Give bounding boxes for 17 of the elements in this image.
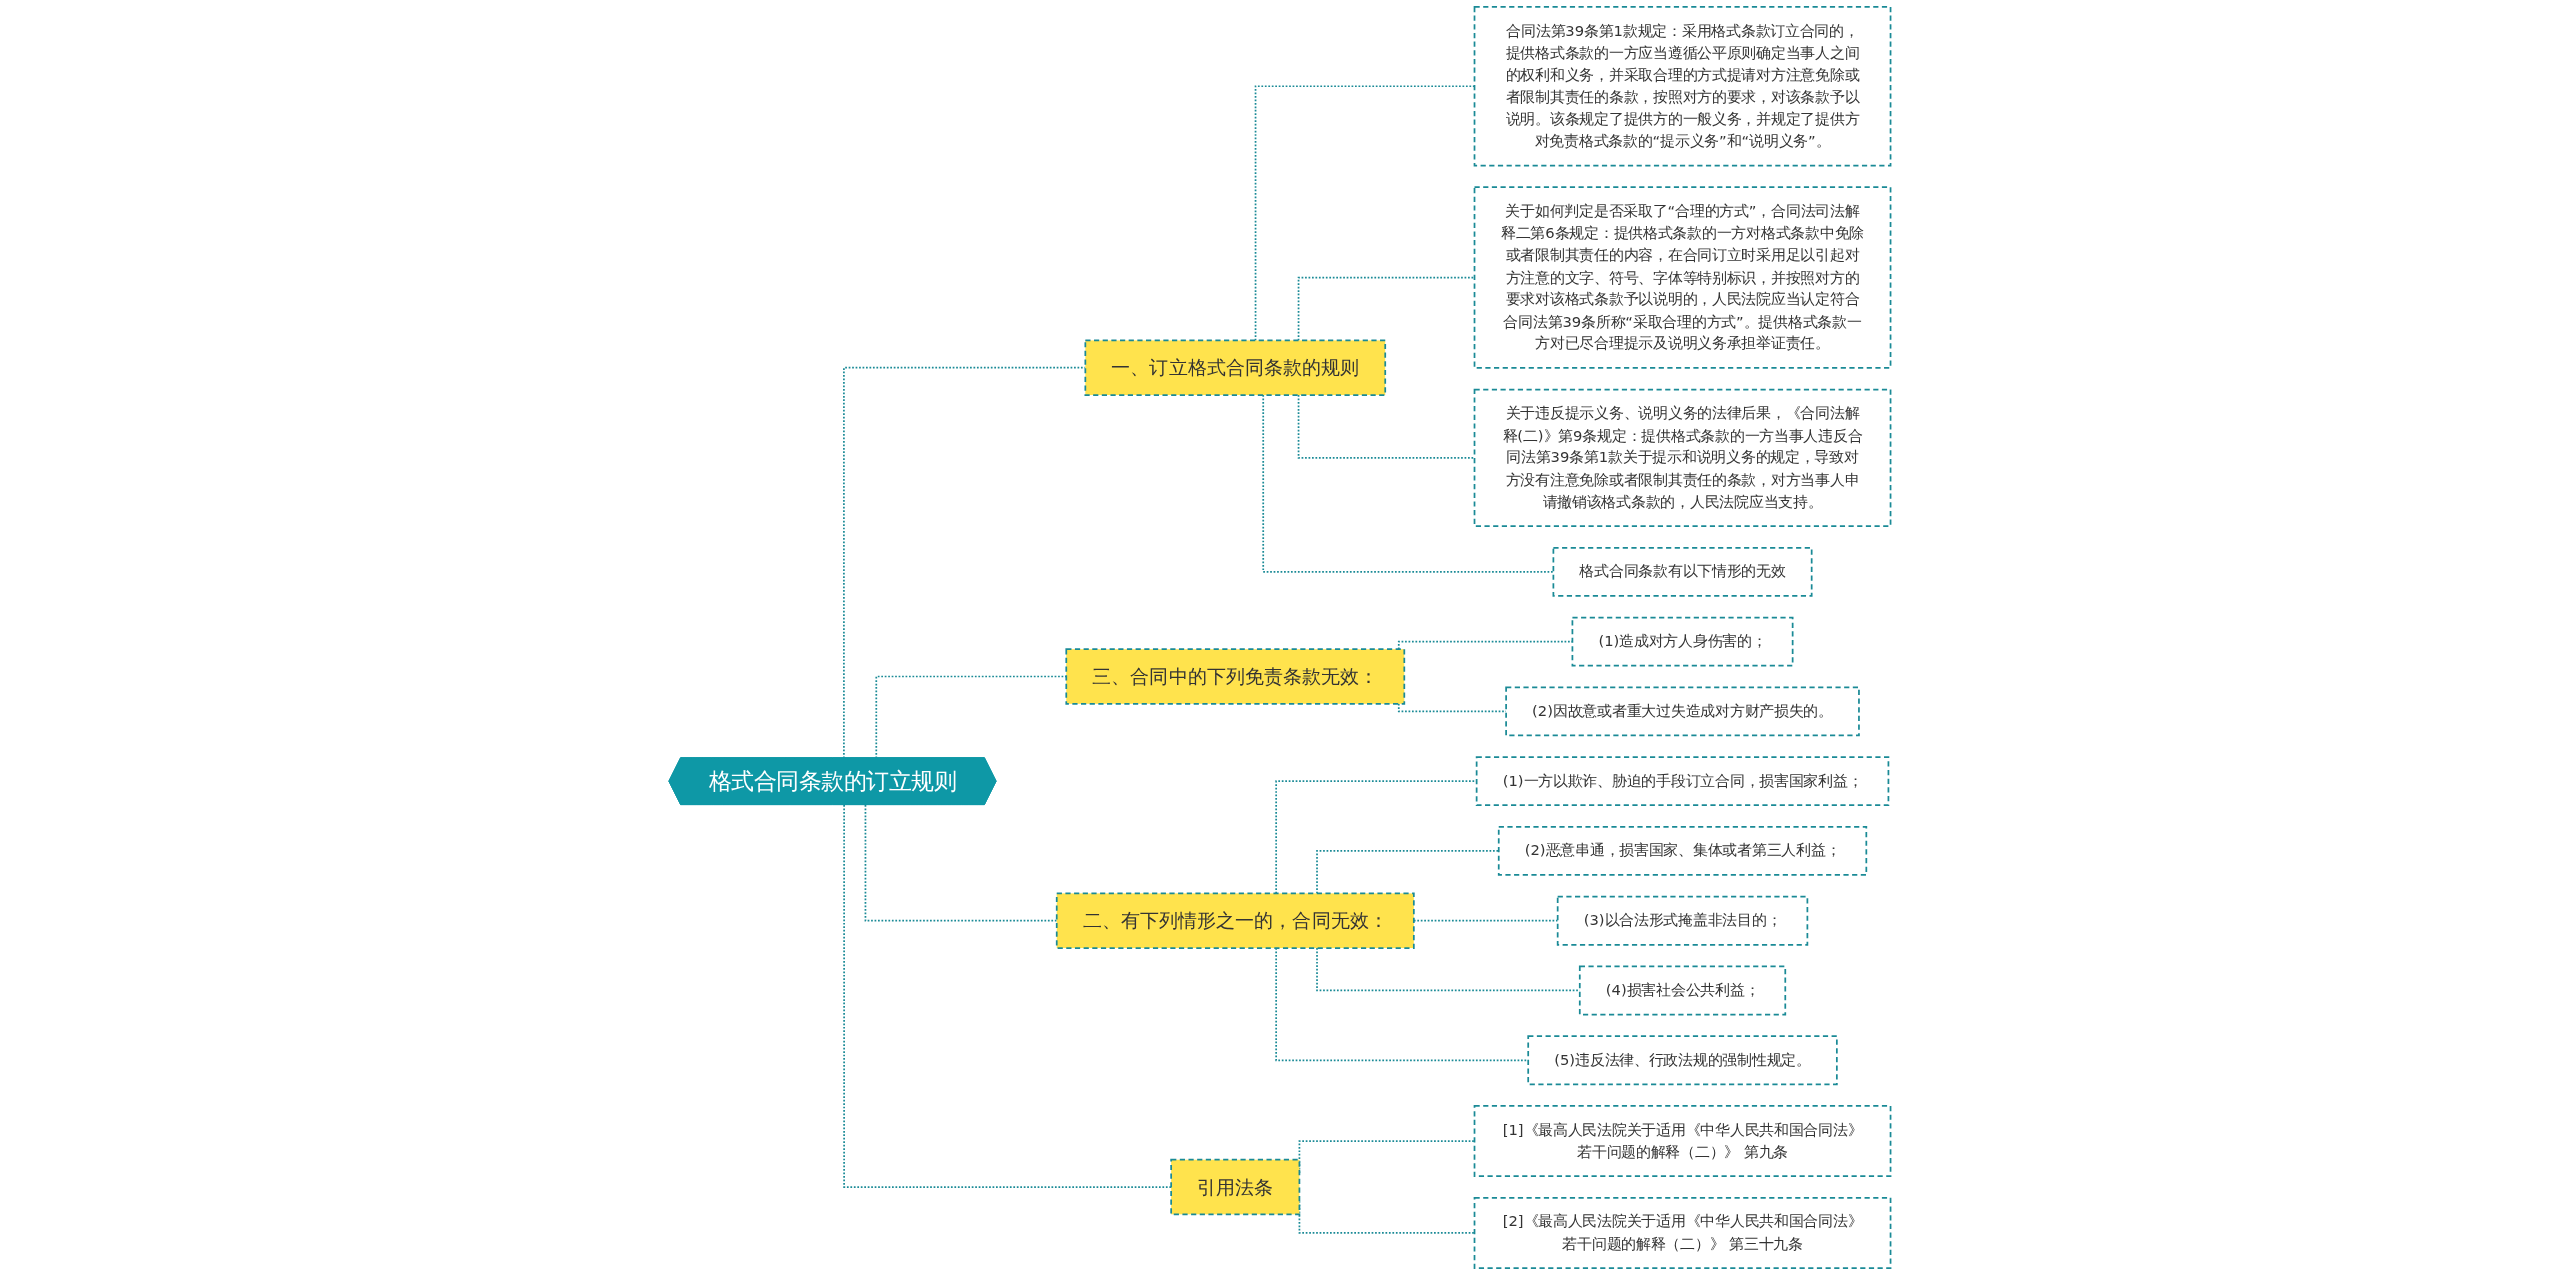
node-box: (2)因故意或者重大过失造成对方财产损失的。 bbox=[1505, 686, 1861, 737]
node-box: (4)损害社会公共利益； bbox=[1579, 965, 1787, 1016]
node-box: (1)一方以欺诈、胁迫的手段订立合同，损害国家利益； bbox=[1476, 756, 1890, 807]
node-box: 关于如何判定是否采取了“合理的方式”，合同法司法解释二第6条规定：提供格式条款的一方对格式条款中免除或者限制其责任的内容，在合同订立时采用足以引起对方注意的文字、符号、字体等特别标识，并按照对方的要求对该格式条款予以说明的，人民法院应当认定符合合同法第39条所称“采取合理的方式”。提供格式条款一方对已尽合理提示及说明义务承担举证责任。 bbox=[1473, 186, 1892, 369]
node-box: 格式合同条款有以下情形的无效 bbox=[1552, 546, 1813, 597]
node-box: (1)造成对方人身伤害的； bbox=[1571, 616, 1794, 667]
node-box: 一、订立格式合同条款的规则 bbox=[1084, 339, 1387, 396]
node-box: 二、有下列情形之一的，合同无效： bbox=[1056, 892, 1415, 949]
node-box: [1]《最高人民法院关于适用《中华人民共和国合同法》若干问题的解释（二）》 第九条 bbox=[1473, 1105, 1892, 1178]
node-box: (3)以合法形式掩盖非法目的； bbox=[1557, 895, 1809, 946]
node-box: (5)违反法律、行政法规的强制性规定。 bbox=[1527, 1035, 1838, 1086]
node-box: 三、合同中的下列免责条款无效： bbox=[1065, 648, 1406, 705]
node-box: 合同法第39条第1款规定：采用格式条款订立合同的，提供格式条款的一方应当遵循公平原则确定当事人之间的权利和义务，并采取合理的方式提请对方注意免除或者限制其责任的条款，按照对方的要求，对该条款予以说明。该条规定了提供方的一般义务，并规定了提供方对免责格式条款的“提示义务”和“说明义务”。 bbox=[1473, 6, 1892, 167]
node-box: (2)恶意串通，损害国家、集体或者第三人利益； bbox=[1498, 826, 1868, 876]
node-box: 引用法条 bbox=[1170, 1158, 1301, 1216]
node-box: [2]《最高人民法院关于适用《中华人民共和国合同法》若干问题的解释（二）》 第三十九条 bbox=[1473, 1197, 1892, 1269]
node-box: 关于违反提示义务、说明义务的法律后果，《合同法解释(二)》第9条规定：提供格式条款的一方当事人违反合同法第39条第1款关于提示和说明义务的规定，导致对方没有注意免除或者限制其责任的条款，对方当事人申请撤销该格式条款的，人民法院应当支持。 bbox=[1473, 388, 1892, 527]
